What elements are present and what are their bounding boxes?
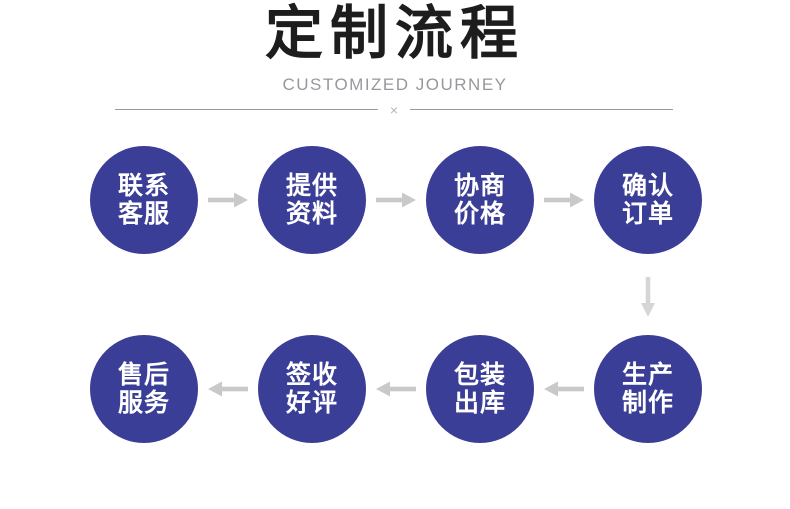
step-label-line: 资料 bbox=[285, 200, 338, 228]
page-subtitle: CUSTOMIZED JOURNEY bbox=[282, 75, 508, 94]
step-label-line: 包装 bbox=[453, 361, 506, 389]
step-label-line: 售后 bbox=[117, 361, 170, 389]
step-confirm-order: 确认 订单 bbox=[594, 146, 702, 254]
step-label-line: 好评 bbox=[285, 389, 338, 417]
arrow-left-icon bbox=[544, 381, 584, 397]
step-label-line: 出库 bbox=[453, 389, 506, 417]
step-production: 生产 制作 bbox=[594, 335, 702, 443]
page-title: 定制流程 bbox=[264, 1, 525, 66]
step-label-line: 服务 bbox=[117, 389, 170, 417]
title-divider: × bbox=[115, 102, 673, 117]
divider-line-left bbox=[115, 109, 378, 110]
step-after-sales-service: 售后 服务 bbox=[90, 335, 198, 443]
step-label-line: 确认 bbox=[621, 172, 674, 200]
step-label-line: 签收 bbox=[285, 361, 338, 389]
arrow-left-icon bbox=[208, 381, 248, 397]
arrow-right-icon bbox=[544, 192, 584, 208]
step-label-line: 价格 bbox=[453, 200, 506, 228]
step-provide-materials: 提供 资料 bbox=[258, 146, 366, 254]
step-label-line: 客服 bbox=[117, 200, 170, 228]
step-pack-and-ship: 包装 出库 bbox=[426, 335, 534, 443]
arrow-left-icon bbox=[376, 381, 416, 397]
arrow-right-icon bbox=[208, 192, 248, 208]
step-sign-and-review: 签收 好评 bbox=[258, 335, 366, 443]
arrow-down-icon bbox=[641, 277, 655, 317]
arrow-right-icon bbox=[376, 192, 416, 208]
step-label-line: 协商 bbox=[453, 172, 506, 200]
divider-line-right bbox=[410, 109, 673, 110]
step-label-line: 订单 bbox=[621, 200, 674, 228]
divider-x-mark: × bbox=[389, 101, 399, 118]
step-label-line: 提供 bbox=[285, 172, 338, 200]
step-contact-service: 联系 客服 bbox=[90, 146, 198, 254]
step-label-line: 生产 bbox=[621, 361, 674, 389]
step-negotiate-price: 协商 价格 bbox=[426, 146, 534, 254]
step-label-line: 制作 bbox=[621, 389, 674, 417]
step-label-line: 联系 bbox=[117, 172, 170, 200]
